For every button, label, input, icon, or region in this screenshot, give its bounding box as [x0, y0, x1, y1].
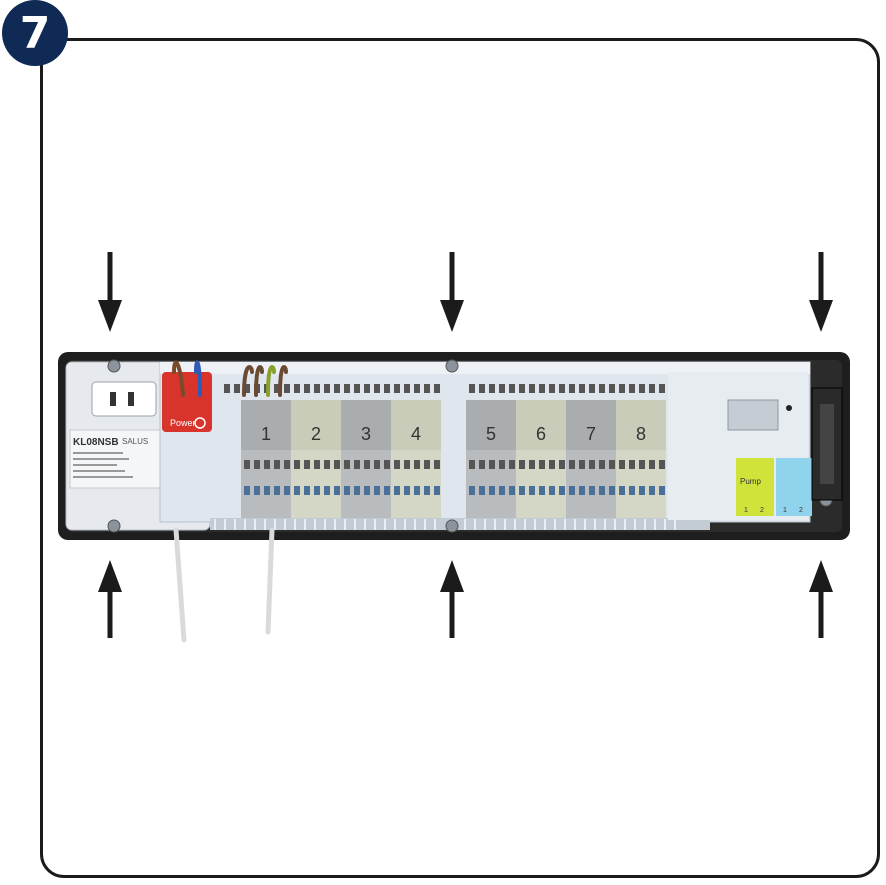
step-number: 7 — [19, 7, 51, 59]
arrow-top-right — [809, 252, 833, 332]
terminal-holes-blue — [244, 486, 665, 495]
screw-top-left — [107, 359, 121, 373]
zone-panel-6 — [516, 400, 566, 450]
left-label: KL08NSB — [73, 437, 119, 448]
zone-panel-5 — [466, 400, 516, 450]
arrows — [98, 252, 833, 638]
arrow-bottom-left — [98, 560, 122, 638]
zone-panel-2 — [291, 400, 341, 450]
zone-panels — [241, 400, 666, 518]
zone-label-2: 2 — [311, 424, 321, 444]
brand-label: SALUS — [122, 437, 148, 446]
zone-label-4: 4 — [411, 424, 421, 444]
terminal-holes — [224, 384, 665, 469]
zone-panel-3 — [341, 400, 391, 450]
arrow-bottom-right — [809, 560, 833, 638]
arrow-top-left — [98, 252, 122, 332]
pump-label: Pump — [740, 477, 761, 486]
dip-switch — [727, 399, 779, 431]
zone-label-8: 8 — [636, 424, 646, 444]
zone-panel-1 — [241, 400, 291, 450]
step-number-badge: 7 — [2, 0, 68, 66]
pump-terminal-1: 1 — [744, 507, 748, 514]
wires — [172, 360, 288, 397]
boiler-terminal-2: 2 — [799, 507, 803, 514]
zone-label-6: 6 — [536, 424, 546, 444]
zone-panel-4 — [391, 400, 441, 450]
reset-button — [786, 405, 792, 411]
left-cover-socket — [91, 381, 157, 417]
pump-terminal — [736, 458, 774, 516]
zone-label-7: 7 — [586, 424, 596, 444]
boiler-terminal — [776, 458, 812, 516]
cables — [173, 527, 275, 643]
boiler-terminal-1: 1 — [783, 507, 787, 514]
arrow-bottom-center — [440, 560, 464, 638]
zone-panel-7 — [566, 400, 616, 450]
arrow-top-center — [440, 252, 464, 332]
zone-label-5: 5 — [486, 424, 496, 444]
power-label: Power — [170, 418, 196, 428]
zone-label-1: 1 — [261, 424, 271, 444]
screw-top-center — [445, 359, 459, 373]
zone-label-3: 3 — [361, 424, 371, 444]
screw-bottom-left — [107, 519, 121, 533]
screw-bottom-center — [445, 519, 459, 533]
zone-panel-8 — [616, 400, 666, 450]
pump-terminal-2: 2 — [760, 507, 764, 514]
power-icon — [194, 417, 206, 429]
